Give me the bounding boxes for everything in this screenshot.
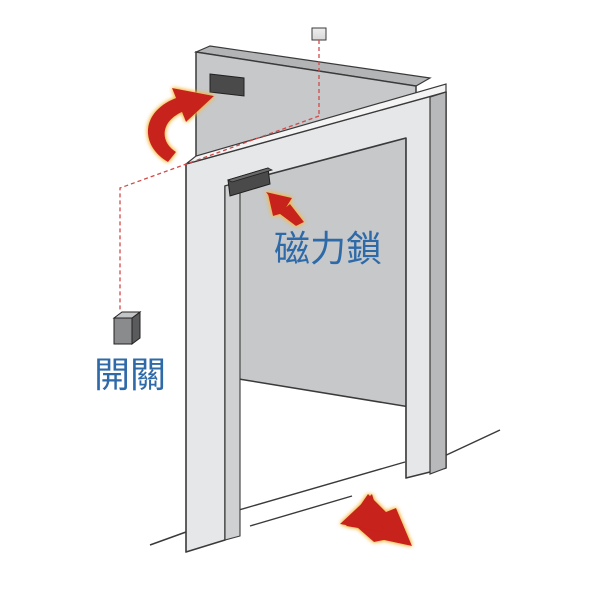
entry-arrow-icon [340, 494, 412, 546]
frame-right-side [429, 91, 447, 475]
frame-top-edge [185, 83, 447, 165]
armature-plate [209, 73, 245, 97]
floor-line-back [439, 429, 501, 459]
threshold-line-1 [224, 461, 406, 515]
curved-arrow-icon [147, 88, 214, 162]
arrow-to-lock-icon [266, 192, 304, 226]
switch-box-top [112, 311, 142, 319]
switch-label: 開關 [94, 355, 167, 396]
junction-box [311, 27, 327, 41]
magnetic-lock-label: 磁力鎖 [274, 229, 383, 270]
floor-line-front [149, 531, 187, 546]
frame-left-jamb-side [224, 181, 241, 541]
wire-header [119, 115, 320, 312]
switch-box-front [113, 317, 133, 345]
magnetic-lock-top [226, 167, 274, 183]
threshold-line-2 [249, 495, 353, 527]
